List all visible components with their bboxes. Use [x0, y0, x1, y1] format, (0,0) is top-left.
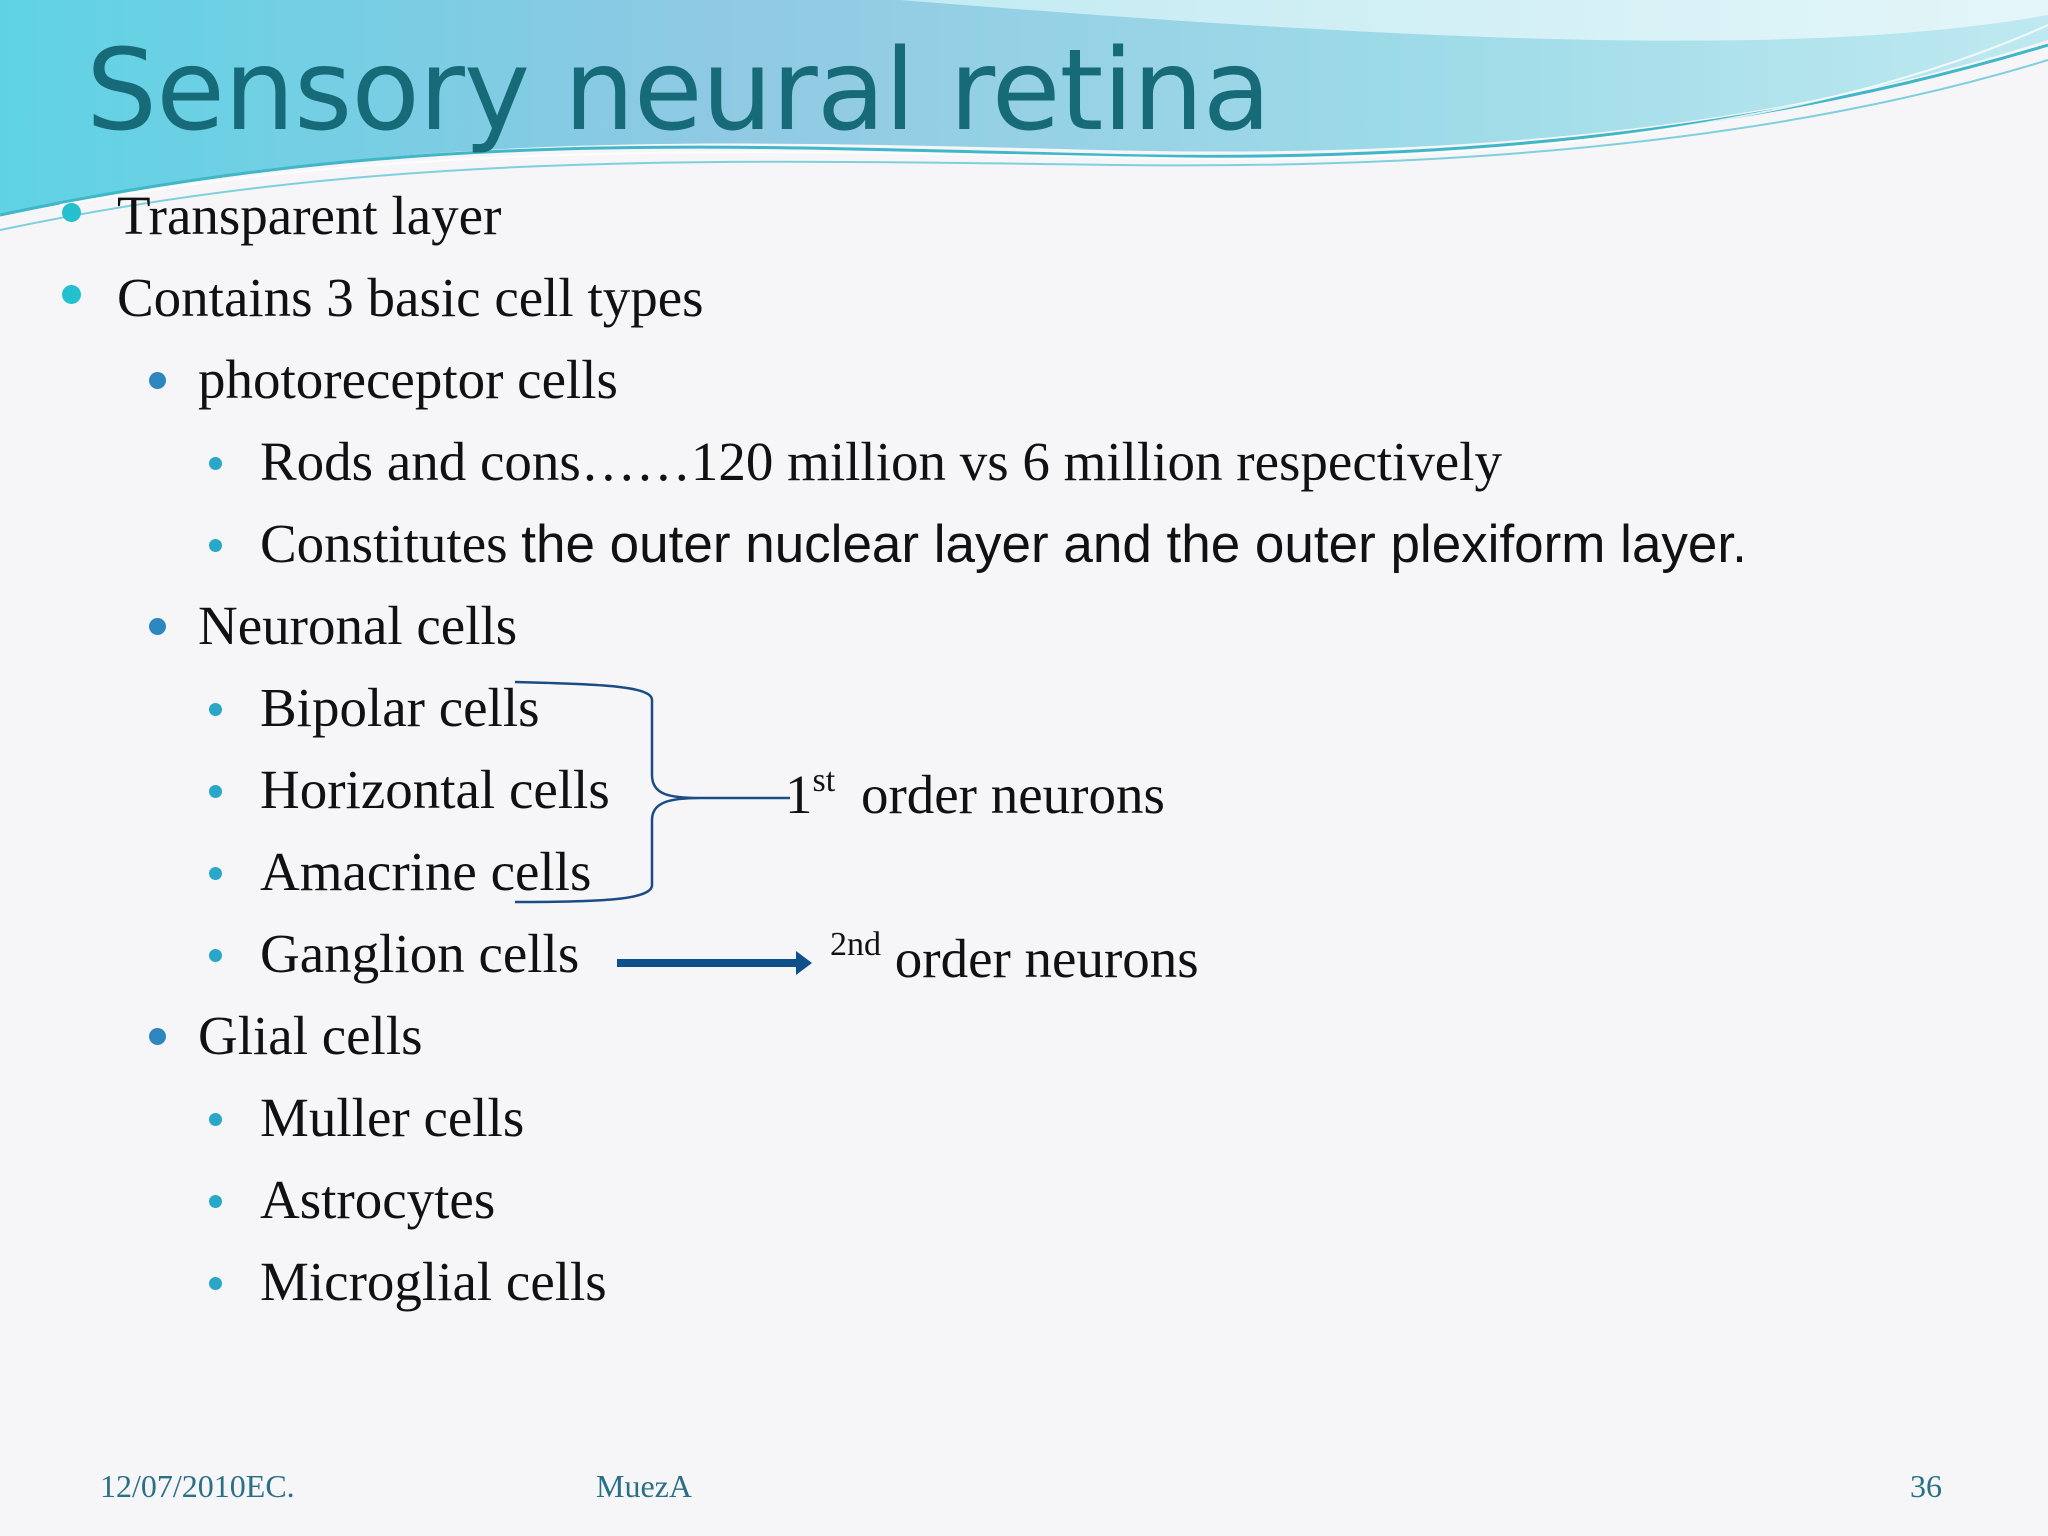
subbullet-glial: Glial cells	[0, 1008, 800, 1068]
bullet-text: Transparent layer	[117, 185, 502, 246]
bullet-text: Bipolar cells	[260, 677, 540, 738]
subsub-constitutes: Constitutes the outer nuclear layer and …	[0, 516, 2000, 576]
subsub-rods-cones: Rods and cons……120 million vs 6 million …	[0, 434, 1700, 494]
bullet-dot	[149, 1028, 166, 1045]
page-number: 36	[1910, 1468, 1942, 1504]
bullet-dot	[209, 949, 222, 962]
bullet-dot	[62, 203, 81, 222]
constitutes-rest: the outer nuclear layer and the outer pl…	[521, 515, 1747, 574]
bullet-text: Rods and cons……120 million vs 6 million …	[260, 431, 1502, 492]
subsub-microglial: Microglial cells	[0, 1254, 700, 1314]
subsub-astrocytes: Astrocytes	[0, 1172, 700, 1232]
bullet-dot	[209, 703, 222, 716]
bullet-dot	[62, 285, 81, 304]
arrow-head	[796, 951, 812, 975]
slide-title: Sensory neural retina	[86, 26, 1271, 156]
bullet-dot	[209, 539, 222, 552]
subsub-horizontal: Horizontal cells	[0, 762, 700, 822]
curly-brace	[514, 680, 790, 904]
bullet-text: Constitutes the outer nuclear layer and …	[260, 516, 1747, 571]
subsub-ganglion: Ganglion cells	[0, 926, 700, 986]
bullet-text: Neuronal cells	[198, 595, 518, 656]
first-order-sup: st	[812, 762, 836, 799]
bullet-dot	[149, 618, 166, 635]
first-order-label: 1st order neurons	[785, 762, 1165, 826]
bullet-text: Contains 3 basic cell types	[117, 267, 704, 328]
second-order-num: 2	[830, 926, 847, 963]
bullet-text: Muller cells	[260, 1087, 525, 1148]
bullet-dot	[209, 1277, 222, 1290]
subsub-amacrine: Amacrine cells	[0, 844, 700, 904]
second-order-sup: nd	[847, 926, 881, 963]
bullet-dot	[209, 1195, 222, 1208]
second-order-text: order neurons	[894, 928, 1199, 989]
wave-header-decoration	[0, 0, 2048, 231]
bullet-text: Amacrine cells	[260, 841, 592, 902]
subsub-muller: Muller cells	[0, 1090, 700, 1150]
bullet-text: Glial cells	[198, 1005, 423, 1066]
bullet-dot	[209, 867, 222, 880]
second-order-label: 2nd order neurons	[830, 926, 1199, 990]
bullet-dot	[149, 372, 166, 389]
footer-date: 12/07/2010EC.	[100, 1468, 295, 1504]
subbullet-photoreceptor: photoreceptor cells	[0, 352, 800, 412]
first-order-text: order neurons	[860, 764, 1165, 825]
bullet-text: Microglial cells	[260, 1251, 607, 1312]
first-order-num: 1	[785, 764, 813, 825]
footer-author: MuezA	[596, 1468, 692, 1504]
bullet-text: Astrocytes	[260, 1169, 496, 1230]
bullet-text: photoreceptor cells	[198, 349, 618, 410]
subsub-bipolar: Bipolar cells	[0, 680, 700, 740]
second-order-num-sup: 2nd	[830, 926, 881, 963]
bullet-cell-types: Contains 3 basic cell types	[0, 270, 900, 330]
subbullet-neuronal: Neuronal cells	[0, 598, 800, 658]
bullet-text: Horizontal cells	[260, 759, 610, 820]
constitutes-prefix: Constitutes	[260, 513, 508, 574]
bullet-text: Ganglion cells	[260, 923, 580, 984]
bullet-dot	[209, 457, 222, 470]
bullet-transparent-layer: Transparent layer	[0, 188, 700, 248]
bullet-dot	[209, 1113, 222, 1126]
bullet-dot	[209, 785, 222, 798]
